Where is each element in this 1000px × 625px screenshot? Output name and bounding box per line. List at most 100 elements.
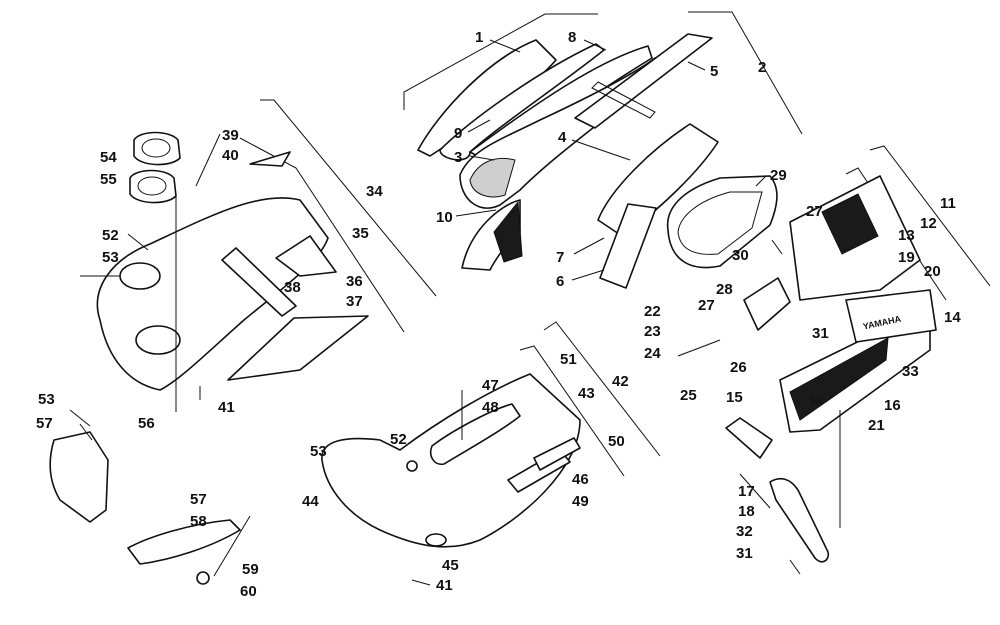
top-panel-group	[403, 11, 803, 289]
callout-37: 37	[346, 293, 363, 310]
callout-15: 15	[726, 389, 743, 406]
callout-32: 32	[736, 523, 753, 540]
part-3-dotted-pad	[469, 157, 516, 198]
callout-57a: 57	[36, 415, 53, 432]
callout-33: 33	[902, 363, 919, 380]
callout-2: 2	[758, 59, 766, 76]
callout-34: 34	[366, 183, 383, 200]
leader-39	[195, 133, 221, 187]
part-32-side-bracket	[769, 477, 830, 563]
callout-40: 40	[222, 147, 239, 164]
part-38-bracket	[221, 247, 297, 317]
callout-52a: 52	[102, 227, 119, 244]
callout-54: 54	[100, 149, 117, 166]
part-46-vent	[533, 437, 581, 471]
callout-21: 21	[868, 417, 885, 434]
part-4-strut	[591, 81, 656, 119]
callout-8: 8	[568, 29, 576, 46]
leader-53b	[69, 409, 91, 427]
part-54-gasket-hole	[141, 138, 171, 158]
part-34-opening-lower	[135, 325, 181, 355]
callout-labels: 1 2 3 4 5 6 7 8 9 10 11 12 13 14 15 16 1…	[36, 29, 961, 600]
part-6-dotted-pad	[599, 203, 657, 289]
callout-52b: 52	[390, 431, 407, 448]
bracket-35	[239, 137, 405, 333]
part-14-brand-panel	[845, 289, 937, 343]
bracket-43	[519, 345, 625, 477]
callout-46: 46	[572, 471, 589, 488]
callout-23: 23	[644, 323, 661, 340]
part-57-side-panel	[49, 431, 109, 523]
callout-35: 35	[352, 225, 369, 242]
part-55-gasket	[129, 169, 177, 204]
callout-12: 12	[920, 215, 937, 232]
bracket-1	[403, 13, 598, 110]
part-54-gasket	[133, 131, 181, 166]
callout-57b: 57	[190, 491, 207, 508]
callout-6: 6	[556, 273, 564, 290]
callout-28: 28	[716, 281, 733, 298]
callout-10: 10	[436, 209, 453, 226]
part-11-decal-stripes	[821, 193, 879, 255]
part-40-small-panel	[249, 151, 291, 167]
callout-39: 39	[222, 127, 239, 144]
callout-47: 47	[482, 377, 499, 394]
leader-18	[739, 473, 771, 509]
callout-19: 19	[898, 249, 915, 266]
leader-59	[213, 515, 251, 577]
part-47-handle	[429, 403, 521, 466]
callout-3: 3	[454, 149, 462, 166]
leader-5	[687, 61, 706, 71]
callout-44: 44	[302, 493, 319, 510]
part-60-screw	[196, 571, 210, 585]
callout-24: 24	[644, 345, 661, 362]
callout-50: 50	[608, 433, 625, 450]
callout-55: 55	[100, 171, 117, 188]
callout-49: 49	[572, 493, 589, 510]
bracket-34	[260, 99, 437, 297]
part-9-upper-shroud	[439, 43, 605, 161]
leader-4	[571, 139, 631, 161]
callout-42: 42	[612, 373, 629, 390]
part-36-dotted-pad	[275, 235, 337, 277]
callout-53a: 53	[102, 249, 119, 266]
callout-29: 29	[770, 167, 787, 184]
callout-25: 25	[680, 387, 697, 404]
part-55-gasket-hole	[137, 176, 167, 196]
callout-38: 38	[284, 279, 301, 296]
callout-58: 58	[190, 513, 207, 530]
part-28-grille	[743, 277, 791, 331]
leader-7	[573, 237, 605, 255]
bottom-skid-group	[321, 321, 661, 548]
leader-10	[455, 209, 497, 217]
callout-9: 9	[454, 125, 462, 142]
callout-59: 59	[242, 561, 259, 578]
bracket-11	[869, 145, 991, 287]
callout-51: 51	[560, 351, 577, 368]
callout-20: 20	[924, 263, 941, 280]
leader-52a	[127, 233, 149, 251]
part-17-plate	[725, 417, 773, 459]
part-10-dark-trim	[493, 200, 523, 263]
part-37-dotted-pad	[227, 315, 369, 381]
leader-3	[469, 155, 495, 161]
callout-26: 26	[730, 359, 747, 376]
callout-27a: 27	[806, 203, 823, 220]
right-fender-group: SR YAMAHA	[666, 145, 991, 563]
part-21-side-logo: SR	[810, 396, 823, 406]
bracket-42	[543, 321, 661, 457]
callout-36: 36	[346, 273, 363, 290]
leader-9	[467, 119, 491, 133]
leader-30	[771, 239, 783, 255]
part-58-lower-trim	[127, 519, 241, 565]
callout-45: 45	[442, 557, 459, 574]
callout-48: 48	[482, 399, 499, 416]
leader-24	[677, 339, 721, 357]
callout-31b: 31	[736, 545, 753, 562]
callout-56: 56	[138, 415, 155, 432]
part-45-grommet	[425, 533, 447, 547]
callout-11: 11	[940, 195, 956, 212]
callout-5: 5	[710, 63, 718, 80]
callout-22: 22	[644, 303, 661, 320]
callout-13: 13	[898, 227, 915, 244]
